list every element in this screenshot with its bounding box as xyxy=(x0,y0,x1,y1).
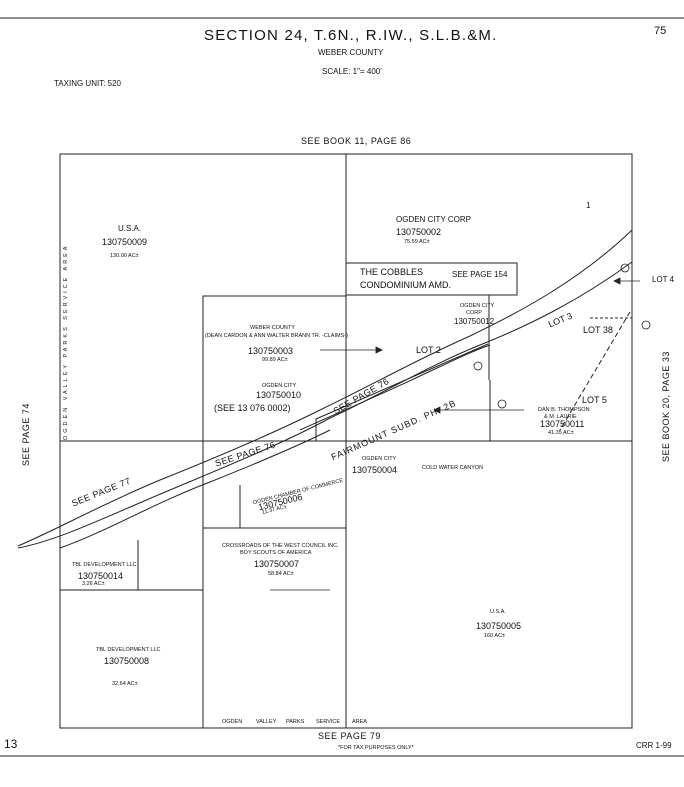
parcel-acres: 99.89 AC± xyxy=(262,357,288,363)
parcel-id: 130750004 xyxy=(352,465,398,475)
road-label-bottom-2: VALLEY xyxy=(256,719,277,725)
road-edge-south xyxy=(17,261,633,549)
parcel-id: 130750012 xyxy=(454,317,495,326)
see-page-left: SEE PAGE 74 xyxy=(21,403,31,466)
cobbles-subtitle: CONDOMINIUM AMD. xyxy=(360,280,451,290)
page-title: SECTION 24, T.6N., R.IW., S.L.B.&M. xyxy=(204,27,498,44)
parcel-acres: 160 AC± xyxy=(484,633,506,639)
parcel-owner: U.S.A. xyxy=(490,609,506,615)
parcel-acres: 75.59 AC± xyxy=(404,239,430,245)
arrow-head xyxy=(375,346,383,354)
road-label-bottom-1: OGDEN xyxy=(222,719,243,725)
parcel-acres: 41.35 AC± xyxy=(548,430,574,436)
see-page-154: SEE PAGE 154 xyxy=(452,270,508,279)
parcel-id: 130750002 xyxy=(396,227,442,237)
parcel-id: 130750005 xyxy=(476,621,522,631)
lot-1-label: 1 xyxy=(586,201,591,210)
road-edge-north xyxy=(17,229,633,547)
scout-road xyxy=(59,429,331,549)
see-book-right: SEE BOOK 20, PAGE 33 xyxy=(661,351,671,462)
lot-38-label: LOT 38 xyxy=(583,325,613,335)
footer-left-number: 13 xyxy=(4,737,18,751)
footer-note: *FOR TAX PURPOSES ONLY* xyxy=(338,745,414,751)
marker-circle-1 xyxy=(620,263,630,273)
parcel-acres: 3.26 AC± xyxy=(82,581,105,587)
road-label-bottom-3: PARKS xyxy=(286,719,305,725)
road-label-left: OGDEN VALLEY PARKS SERVICE AREA xyxy=(63,243,69,440)
parcel-owner: TBL DEVELOPMENT LLC xyxy=(96,647,161,653)
taxing-unit: TAXING UNIT: 520 xyxy=(54,79,121,88)
lot-4-label: LOT 4 xyxy=(652,275,675,284)
parcel-owner: OGDEN CITY xyxy=(262,383,297,389)
parcel-id: 130750009 xyxy=(102,237,148,247)
parcel-see: (SEE 13 076 0002) xyxy=(214,403,291,413)
parcel-note: (DEAN CARDON & ANN WALTER BRANN TR. -CLA… xyxy=(205,333,348,339)
road-label-bottom-5: AREA xyxy=(352,719,367,725)
see-page-bottom: SEE PAGE 79 xyxy=(318,731,381,741)
county-name: WEBER COUNTY xyxy=(318,48,384,57)
see-book-top: SEE BOOK 11, PAGE 86 xyxy=(301,136,412,146)
lot-5-label: LOT 5 xyxy=(582,395,607,405)
parcel-owner: WEBER COUNTY xyxy=(250,325,295,331)
cobbles-title: THE COBBLES xyxy=(360,267,424,277)
parcel-owner-2: & M. LAURIE xyxy=(544,414,577,420)
parcel-owner: CROSSROADS OF THE WEST COUNCIL INC. xyxy=(222,543,339,549)
parcel-owner: DAN B. THOMPSON xyxy=(538,407,590,413)
parcel-acres: 130.00 AC± xyxy=(110,253,139,259)
parcel-acres: 58.84 AC± xyxy=(268,571,294,577)
parcel-id: 130750010 xyxy=(256,390,302,400)
scale-label: SCALE: 1"= 400' xyxy=(322,67,382,76)
parcel-owner-2: BOY SCOUTS OF AMERICA xyxy=(240,550,312,556)
lot-2-label: LOT 2 xyxy=(416,345,441,355)
page-number: 75 xyxy=(654,25,667,37)
arrow-head xyxy=(433,406,441,414)
fairmount-boundary xyxy=(315,343,489,441)
weber-county-boundary xyxy=(202,295,346,728)
marker-circle-2 xyxy=(641,320,651,330)
arrow-head xyxy=(613,277,621,285)
parcel-id: 130750007 xyxy=(254,559,300,569)
parcel-owner-2: CORP xyxy=(466,310,482,316)
parcel-note: COLD WATER CANYON xyxy=(422,465,484,471)
parcel-acres: 32.64 AC± xyxy=(112,681,138,687)
parcel-owner: OGDEN CITY xyxy=(362,456,397,462)
footer-code: CRR 1-99 xyxy=(636,741,672,750)
parcel-owner: OGDEN CITY xyxy=(460,303,495,309)
fairmount-strip xyxy=(299,344,491,431)
parcel-id: 130750008 xyxy=(104,656,150,666)
marker-circle-4 xyxy=(497,399,507,409)
marker-circle-3 xyxy=(473,361,483,371)
parcel-id: 130750014 xyxy=(78,571,124,581)
cobbles-boundary xyxy=(346,262,518,296)
road-label-bottom-4: SERVICE xyxy=(316,719,341,725)
parcel-id: 130750011 xyxy=(540,419,585,429)
parcel-owner: OGDEN CITY CORP xyxy=(396,215,471,224)
dashed-line-lot5 xyxy=(559,311,631,431)
parcel-owner: TBL DEVELOPMENT LLC xyxy=(72,562,137,568)
parcel-id: 130750003 xyxy=(248,346,294,356)
parcel-owner: U.S.A. xyxy=(118,224,142,233)
